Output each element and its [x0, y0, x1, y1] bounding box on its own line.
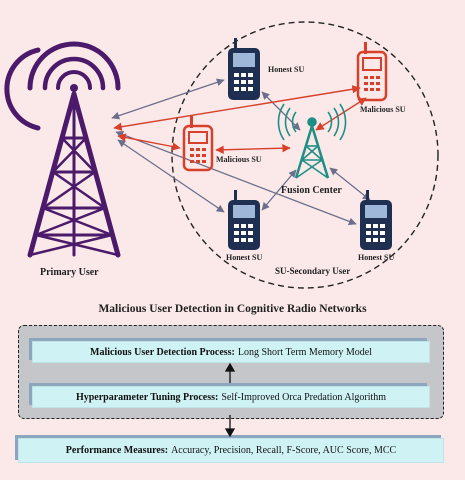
honest-su-2-phone-icon — [228, 190, 260, 250]
honest-su-3-phone-icon — [360, 190, 392, 250]
malicious-su-2-label: Malicious SU — [216, 155, 262, 164]
tuning-process-heading: Hyperparameter Tuning Process: — [75, 391, 219, 403]
fusion-center-icon — [277, 103, 347, 179]
honest-su-1-label: Honest SU — [268, 65, 304, 74]
performance-measures-step: Performance Measures: Accuracy, Precisio… — [18, 438, 444, 463]
malicious-su-2-phone-icon — [182, 116, 214, 172]
honest-su-3-label: Honest SU — [358, 253, 394, 262]
detection-process-step: Malicious User Detection Process: Long S… — [32, 341, 430, 363]
primary-user-tower-icon — [4, 41, 121, 258]
diagram-title: Malicious User Detection in Cognitive Ra… — [98, 303, 367, 315]
primary-user-label: Primary User — [40, 267, 99, 278]
tuning-process-text: Self-Improved Orca Predation Algorithm — [221, 391, 387, 403]
performance-measures-heading: Performance Measures: — [65, 445, 169, 456]
malicious-links — [113, 85, 367, 154]
fusion-center-label: Fusion Center — [281, 185, 342, 196]
su-secondary-user-label: SU-Secondary User — [275, 266, 350, 276]
malicious-su-1-label: Malicious SU — [360, 105, 406, 114]
detection-process-heading: Malicious User Detection Process: — [90, 346, 235, 358]
honest-su-2-label: Honest SU — [226, 253, 262, 262]
malicious-su-1-phone-icon — [356, 42, 388, 102]
honest-su-1-phone-icon — [228, 38, 260, 100]
performance-measures-text: Accuracy, Precision, Recall, F-Score, AU… — [171, 445, 397, 456]
detection-process-text: Long Short Term Memory Model — [237, 346, 372, 358]
tuning-process-step: Hyperparameter Tuning Process: Self-Impr… — [32, 386, 430, 408]
su-network-boundary — [171, 21, 439, 289]
